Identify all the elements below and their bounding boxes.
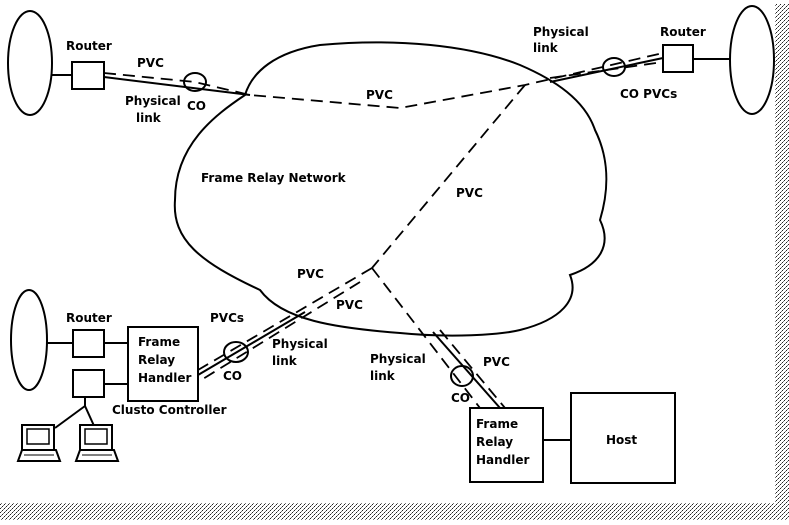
frame-relay-handler-right-box xyxy=(469,407,544,483)
label-physical-top-left-line1: Physical xyxy=(125,94,181,108)
label-network-name: Frame Relay Network xyxy=(201,171,347,185)
lan-ellipse-top-right xyxy=(729,5,775,115)
label-pvc-center-lower: PVC xyxy=(297,267,324,281)
label-pvc-top-left: PVC xyxy=(137,56,164,70)
physical-link-top-left xyxy=(103,76,251,96)
co-circle-bottom-left xyxy=(223,341,249,363)
link-cc-terminal-left xyxy=(54,405,86,429)
label-pvc-top-center: PVC xyxy=(366,88,393,102)
terminal-left-icon xyxy=(16,424,62,462)
frame-shadow-right xyxy=(775,4,789,520)
label-physical-top-right-line1: Physical xyxy=(533,25,589,39)
terminal-right-icon xyxy=(74,424,120,462)
router-bottom-left-box xyxy=(72,329,105,358)
label-co-pvcs-top-right: CO PVCs xyxy=(620,87,677,101)
label-frh-right-line3: Handler xyxy=(476,453,530,467)
label-co-top-left: CO xyxy=(187,99,206,113)
label-co-bottom-right: CO xyxy=(451,391,470,405)
cluster-controller-box xyxy=(72,369,105,398)
lan-ellipse-top-left xyxy=(7,10,53,116)
label-frh-left-line3: Handler xyxy=(138,371,192,385)
label-router-bottom-left: Router xyxy=(66,311,112,325)
label-physical-bottom-left-line1: Physical xyxy=(272,337,328,351)
label-pvc-center-right: PVC xyxy=(456,186,483,200)
label-physical-top-right-line2: link xyxy=(533,41,559,55)
router-top-left-box xyxy=(71,61,105,90)
co-circle-top-left xyxy=(183,72,207,92)
label-pvcs-bottom-left: PVCs xyxy=(210,311,244,325)
pvc-path-lower-left-second xyxy=(197,281,361,383)
label-router-top-right: Router xyxy=(660,25,706,39)
label-pvc-lower-mid: PVC xyxy=(336,298,363,312)
label-cluster-controller: Clusto Controller xyxy=(112,403,227,417)
pvc-path-top-horizontal xyxy=(103,52,664,109)
label-frh-left-line1: Frame xyxy=(138,335,180,349)
label-pvc-bottom-right: PVC xyxy=(483,355,510,369)
label-physical-top-left-line2: link xyxy=(136,111,162,125)
label-host: Host xyxy=(606,433,637,447)
pvc-path-center-lower-right xyxy=(371,267,481,409)
frame-shadow-bottom xyxy=(0,503,789,520)
lan-ellipse-bottom-left xyxy=(10,289,48,391)
label-frh-left-line2: Relay xyxy=(138,353,175,367)
label-physical-bottom-right-line2: link xyxy=(370,369,396,383)
label-co-bottom-left: CO xyxy=(223,369,242,383)
label-frh-right-line1: Frame xyxy=(476,417,518,431)
co-circle-bottom-right xyxy=(450,365,474,387)
label-physical-bottom-right-line1: Physical xyxy=(370,352,426,366)
pvc-path-diagonal-center xyxy=(371,84,526,269)
co-circle-top-right xyxy=(602,57,626,77)
pvc-path-center-lower-left xyxy=(197,267,373,371)
physical-link-bottom-left xyxy=(197,311,306,376)
router-top-right-box xyxy=(662,44,694,73)
label-physical-bottom-left-line2: link xyxy=(272,354,298,368)
physical-link-bottom-right xyxy=(432,331,501,409)
pvc-path-top-right-second xyxy=(549,61,664,79)
pvc-path-lower-right-second xyxy=(439,329,506,409)
label-frh-right-line2: Relay xyxy=(476,435,513,449)
label-router-top-left: Router xyxy=(66,39,112,53)
frame-relay-network-cloud xyxy=(173,41,608,337)
frame-relay-handler-left-box xyxy=(127,326,199,402)
host-box xyxy=(570,392,676,484)
